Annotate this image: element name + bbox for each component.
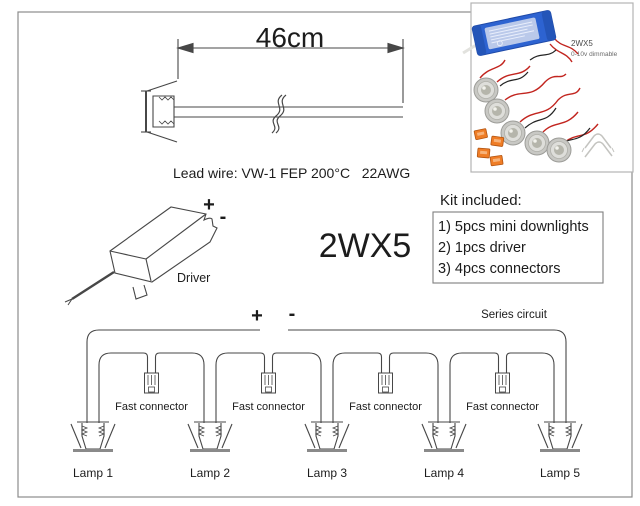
- photo-connector: [490, 135, 505, 147]
- fast-connector-label: Fast connector: [232, 401, 305, 413]
- lamp-symbol: [536, 420, 584, 452]
- lamp-symbol: [303, 420, 351, 452]
- driver-label: Driver: [177, 271, 210, 285]
- circuit-bus: [86, 329, 567, 423]
- kit-item: 2) 1pcs driver: [438, 240, 526, 256]
- lamp-label: Lamp 4: [424, 466, 464, 480]
- photo-downlights: [473, 77, 572, 163]
- lamp-symbol: [420, 420, 468, 452]
- lead-wire-note: Lead wire: VW-1 FEP 200°C 22AWG: [173, 165, 410, 181]
- lamp-symbol: [186, 420, 234, 452]
- circuit-loop: [98, 352, 205, 423]
- dimension-line: [176, 39, 405, 103]
- series-minus-label: -: [289, 303, 296, 325]
- photo-dimmable-label: 0-10v dimmable: [571, 51, 618, 58]
- photo-downlight: [473, 77, 499, 103]
- circuit-loop: [332, 352, 439, 423]
- circuit-loop: [449, 352, 555, 423]
- fast-connector-symbol: [261, 372, 276, 394]
- page-border: [17, 11, 633, 498]
- dimension-label: 46cm: [256, 22, 324, 53]
- lamp-label: Lamp 1: [73, 466, 113, 480]
- lamp-symbol: [69, 420, 117, 452]
- circuit-loop: [215, 352, 322, 423]
- driver-plus-label: +: [203, 194, 215, 216]
- photo-wires: [479, 37, 599, 147]
- photo-downlight: [500, 120, 526, 146]
- photo-model-label: 2WX5: [571, 39, 593, 48]
- kit-item: 1) 5pcs mini downlights: [438, 219, 589, 235]
- lamp-side-symbol: [141, 80, 178, 143]
- series-circuit-label: Series circuit: [481, 309, 548, 321]
- photo-downlight: [484, 98, 510, 124]
- photo-springs: [581, 133, 615, 158]
- kit-item: 3) 4pcs connectors: [438, 261, 561, 277]
- wire-break-symbol: [271, 94, 287, 134]
- lamp-label: Lamp 3: [307, 466, 347, 480]
- fast-connector-symbol: [495, 372, 510, 394]
- photo-connector: [473, 128, 488, 141]
- fast-connector-label: Fast connector: [115, 401, 188, 413]
- photo-connector: [476, 147, 491, 159]
- fast-connector-label: Fast connector: [349, 401, 422, 413]
- photo-driver: [462, 10, 557, 56]
- fast-connector-label: Fast connector: [466, 401, 539, 413]
- wire-lines: [174, 106, 403, 118]
- lamp-label: Lamp 2: [190, 466, 230, 480]
- driver-illustration: [64, 206, 218, 306]
- photo-connectors: [473, 128, 505, 167]
- photo-connector: [489, 155, 504, 167]
- fast-connector-symbol: [144, 372, 159, 394]
- fast-connector-symbol: [378, 372, 393, 394]
- kit-box: [432, 211, 604, 284]
- lamp-label: Lamp 5: [540, 466, 580, 480]
- photo-downlight: [524, 130, 550, 156]
- photo-inset: 2WX5 0-10v dimmable: [462, 2, 634, 173]
- photo-downlight: [546, 137, 572, 163]
- series-plus-label: +: [251, 305, 263, 327]
- model-label: 2WX5: [319, 227, 412, 265]
- kit-title: Kit included:: [440, 192, 522, 209]
- driver-minus-label: -: [220, 206, 227, 228]
